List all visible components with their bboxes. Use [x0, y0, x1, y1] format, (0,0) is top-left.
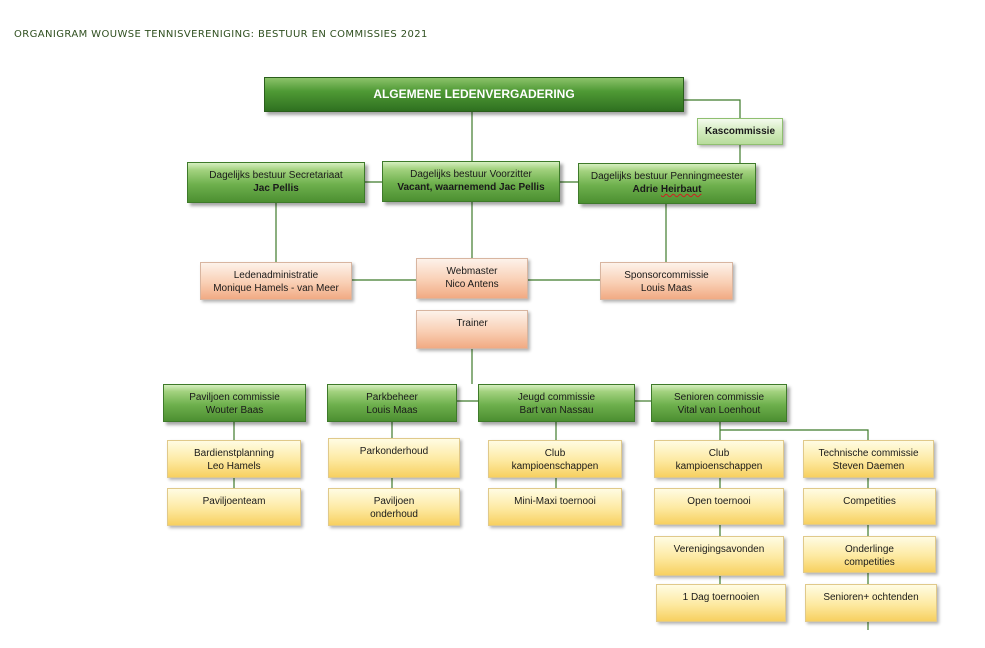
- paviljoenteam-box: Paviljoenteam: [167, 488, 301, 526]
- senioren-ochtenden-line1: Senioren+ ochtenden: [823, 592, 919, 603]
- jeugd-commissie-box: Jeugd commissie Bart van Nassau: [478, 384, 635, 422]
- onderlinge-competities-box: Onderlinge competities: [803, 536, 936, 573]
- penningmeester-first-name: Adrie: [632, 184, 659, 195]
- webmaster-box: Webmaster Nico Antens: [416, 258, 528, 299]
- voorzitter-role: Dagelijks bestuur Voorzitter: [410, 169, 532, 180]
- jeugd-commissie-person: Bart van Nassau: [519, 405, 594, 416]
- ledenadministratie-role: Ledenadministratie: [233, 270, 319, 281]
- parkbeheer-role: Parkbeheer: [366, 392, 418, 403]
- senioren-clubkampioenschappen-line2: kampioenschappen: [675, 461, 763, 472]
- bardienstplanning-box: Bardienstplanning Leo Hamels: [167, 440, 301, 478]
- kascommissie-box: Kascommissie: [697, 118, 783, 145]
- penningmeester-last-name: Heirbaut: [660, 184, 702, 195]
- bardienstplanning-line2: Leo Hamels: [207, 461, 261, 472]
- trainer-box: Trainer: [416, 310, 528, 349]
- parkbeheer-person: Louis Maas: [366, 405, 418, 416]
- webmaster-role: Webmaster: [446, 266, 498, 277]
- jeugd-commissie-role: Jeugd commissie: [517, 392, 596, 403]
- verenigingsavonden-line1: Verenigingsavonden: [673, 544, 765, 555]
- paviljoen-onderhoud-line2: onderhoud: [370, 509, 418, 520]
- jeugd-clubkampioenschappen-line1: Club: [544, 448, 566, 459]
- webmaster-person: Nico Antens: [445, 279, 499, 290]
- parkonderhoud-box: Parkonderhoud: [328, 438, 460, 478]
- senioren-commissie-person: Vital van Loenhout: [677, 405, 761, 416]
- open-toernooi-box: Open toernooi: [654, 488, 784, 525]
- onderlinge-competities-line1: Onderlinge: [845, 544, 894, 555]
- secretariaat-person: Jac Pellis: [253, 183, 299, 194]
- connector: [684, 99, 741, 118]
- connector: [720, 429, 869, 440]
- paviljoen-commissie-role: Paviljoen commissie: [189, 392, 280, 403]
- trainer-role: Trainer: [456, 318, 488, 329]
- voorzitter-person: Vacant, waarnemend Jac Pellis: [397, 182, 545, 193]
- paviljoen-commissie-box: Paviljoen commissie Wouter Baas: [163, 384, 306, 422]
- competities-box: Competities: [803, 488, 936, 525]
- competities-line1: Competities: [843, 496, 896, 507]
- senioren-commissie-role: Senioren commissie: [673, 392, 765, 403]
- penningmeester-role: Dagelijks bestuur Penningmeester: [590, 171, 744, 182]
- secretariaat-role: Dagelijks bestuur Secretariaat: [209, 170, 343, 181]
- sponsorcommissie-person: Louis Maas: [640, 283, 693, 294]
- ledenadministratie-person: Monique Hamels - van Meer: [213, 283, 339, 294]
- parkonderhoud-line1: Parkonderhoud: [359, 446, 429, 457]
- paviljoenteam-line1: Paviljoenteam: [202, 496, 266, 507]
- senioren-commissie-box: Senioren commissie Vital van Loenhout: [651, 384, 787, 422]
- jeugd-clubkampioenschappen-line2: kampioenschappen: [511, 461, 599, 472]
- senioren-ochtenden-box: Senioren+ ochtenden: [805, 584, 937, 622]
- kascommissie-label: Kascommissie: [704, 126, 776, 137]
- algemene-ledenvergadering-label: ALGEMENE LEDENVERGADERING: [373, 87, 575, 101]
- penningmeester-box: Dagelijks bestuur Penningmeester Adrie H…: [578, 163, 756, 204]
- technische-commissie-box: Technische commissie Steven Daemen: [803, 440, 934, 478]
- mini-maxi-toernooi-line1: Mini-Maxi toernooi: [514, 496, 596, 507]
- algemene-ledenvergadering-box: ALGEMENE LEDENVERGADERING: [264, 77, 684, 112]
- ledenadministratie-box: Ledenadministratie Monique Hamels - van …: [200, 262, 352, 300]
- sponsorcommissie-box: Sponsorcommissie Louis Maas: [600, 262, 733, 300]
- paviljoen-onderhoud-box: Paviljoen onderhoud: [328, 488, 460, 526]
- 1-dag-toernooien-box: 1 Dag toernooien: [656, 584, 786, 622]
- onderlinge-competities-line2: competities: [844, 557, 895, 568]
- technische-commissie-line1: Technische commissie: [818, 448, 919, 459]
- parkbeheer-box: Parkbeheer Louis Maas: [327, 384, 457, 422]
- 1-dag-toernooien-line1: 1 Dag toernooien: [682, 592, 760, 603]
- paviljoen-onderhoud-line1: Paviljoen: [373, 496, 415, 507]
- bardienstplanning-line1: Bardienstplanning: [193, 448, 275, 459]
- voorzitter-box: Dagelijks bestuur Voorzitter Vacant, waa…: [382, 161, 560, 202]
- mini-maxi-toernooi-box: Mini-Maxi toernooi: [488, 488, 622, 526]
- chart-title: ORGANIGRAM WOUWSE TENNISVERENIGING: BEST…: [14, 29, 428, 40]
- senioren-clubkampioenschappen-box: Club kampioenschappen: [654, 440, 784, 478]
- secretariaat-box: Dagelijks bestuur Secretariaat Jac Pelli…: [187, 162, 365, 203]
- sponsorcommissie-role: Sponsorcommissie: [624, 270, 709, 281]
- technische-commissie-line2: Steven Daemen: [832, 461, 905, 472]
- jeugd-clubkampioenschappen-box: Club kampioenschappen: [488, 440, 622, 478]
- penningmeester-person: Adrie Heirbaut: [633, 183, 702, 196]
- open-toernooi-line1: Open toernooi: [687, 496, 751, 507]
- verenigingsavonden-box: Verenigingsavonden: [654, 536, 784, 576]
- paviljoen-commissie-person: Wouter Baas: [205, 405, 264, 416]
- senioren-clubkampioenschappen-line1: Club: [708, 448, 730, 459]
